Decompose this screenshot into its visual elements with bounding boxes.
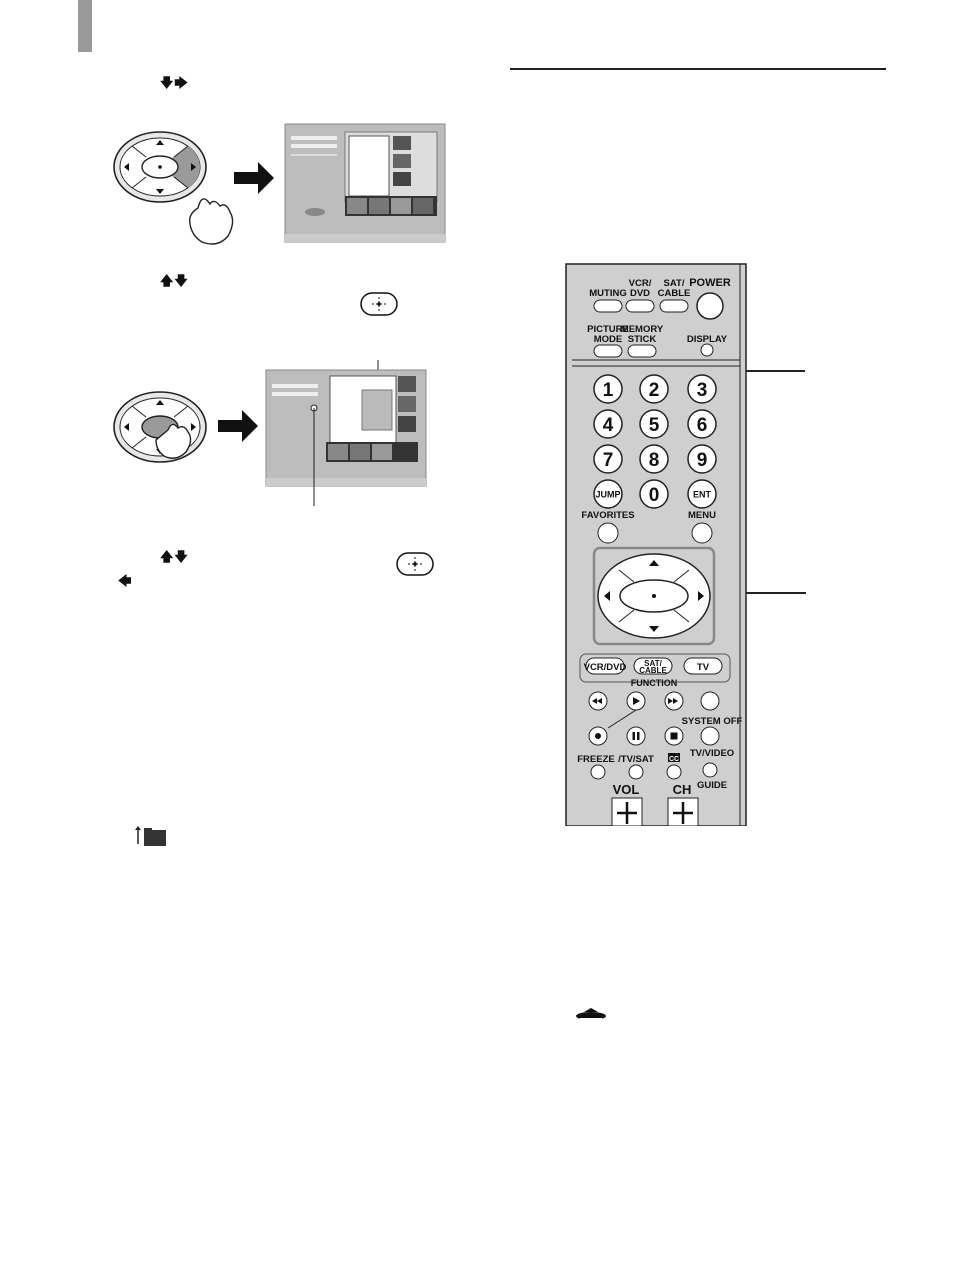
digit-label-5: 5 [649, 415, 660, 436]
svg-text:MODE: MODE [594, 334, 623, 345]
svg-text:DVD: DVD [630, 288, 650, 299]
svg-text:SAT/: SAT/ [644, 659, 662, 668]
svg-text:CABLE: CABLE [658, 288, 691, 299]
dpad-illustration-2 [113, 391, 207, 463]
freeze-button[interactable] [590, 764, 606, 780]
svg-text:VCR/DVD: VCR/DVD [584, 662, 627, 673]
arrow-up-down-icon: 🡅🡇 [160, 273, 189, 288]
blank-button[interactable] [700, 691, 720, 711]
pause-button[interactable] [626, 726, 646, 746]
remote-dpad[interactable] [597, 553, 711, 639]
digit-label-1: 1 [603, 380, 614, 401]
vol-label: VOL [613, 782, 640, 797]
arrow-left-icon: 🡄 [118, 573, 133, 588]
digit-button-4[interactable] [593, 409, 623, 439]
leader-line-dpad [706, 592, 806, 594]
ch-label: CH [673, 782, 692, 797]
system-off-label: SYSTEM OFF [682, 716, 743, 727]
digit-button-0[interactable] [639, 479, 669, 509]
digit-button-5[interactable] [639, 409, 669, 439]
svg-text:PICTURE: PICTURE [587, 324, 629, 335]
digit-button-8[interactable] [639, 444, 669, 474]
digit-button-6[interactable] [687, 409, 717, 439]
favorites-button[interactable] [597, 522, 619, 544]
fn-sat-cable-button[interactable] [633, 657, 673, 675]
digit-button-3[interactable] [687, 374, 717, 404]
memory-stick-logo [576, 1008, 606, 1020]
digit-label-2: 2 [649, 380, 660, 401]
digit-label-0: 0 [649, 485, 660, 506]
digit-label-8: 8 [649, 450, 660, 471]
function-label: FUNCTION [631, 678, 678, 688]
display-button[interactable] [700, 343, 714, 357]
section-tab [78, 0, 92, 52]
vcr-dvd-button[interactable] [625, 299, 655, 313]
menu-button[interactable] [691, 522, 713, 544]
freeze-label: FREEZE [577, 754, 614, 765]
digit-button-jump[interactable] [593, 479, 623, 509]
cc-label: CC [669, 756, 679, 763]
memory-stick-button[interactable] [627, 344, 657, 358]
tv-video-button[interactable] [702, 762, 718, 778]
tv-sat-label: /TV/SAT [618, 754, 654, 765]
digit-label-3: 3 [697, 380, 708, 401]
tv-screen-2 [265, 369, 427, 487]
svg-text:STICK: STICK [628, 334, 657, 345]
svg-text:SAT/: SAT/ [664, 278, 685, 289]
muting-button[interactable] [593, 299, 623, 313]
digit-button-ent[interactable] [687, 479, 717, 509]
svg-text:MEMORY: MEMORY [621, 324, 664, 335]
section-rule [510, 68, 886, 70]
folder-up-icon [135, 826, 166, 846]
digit-label-7: 7 [603, 450, 614, 471]
step2-illustration [113, 360, 427, 506]
guide-label: GUIDE [697, 780, 727, 791]
menu-label: MENU [688, 510, 716, 521]
arrow-up-down-icon-2: 🡅🡇 [160, 549, 189, 564]
center-button-icon-2 [396, 552, 434, 576]
right-arrow-icon [234, 162, 274, 194]
favorites-label: FAVORITES [581, 510, 634, 521]
digit-label-6: 6 [697, 415, 708, 436]
center-button-icon [360, 292, 398, 316]
svg-text:TV: TV [697, 662, 710, 673]
sat-cable-button[interactable] [659, 299, 689, 313]
svg-text:VCR/: VCR/ [629, 278, 652, 289]
picture-mode-button[interactable] [593, 344, 623, 358]
system-off-button[interactable] [700, 726, 720, 746]
digit-button-2[interactable] [639, 374, 669, 404]
tv-screen-1 [284, 123, 446, 243]
svg-text:CABLE: CABLE [639, 666, 667, 675]
step1-illustration [113, 123, 446, 245]
digit-button-7[interactable] [593, 444, 623, 474]
dpad-illustration-1 [113, 131, 207, 203]
remote-control: MUTING VCR/ DVD SAT/ CABLE POWER PICTURE… [565, 263, 747, 826]
digit-label-9: 9 [697, 450, 708, 471]
digit-button-1[interactable] [593, 374, 623, 404]
tv-sat-button[interactable] [628, 764, 644, 780]
display-label: DISPLAY [687, 334, 728, 345]
digit-button-9[interactable] [687, 444, 717, 474]
power-button[interactable] [696, 292, 724, 320]
hand-icon [188, 198, 234, 245]
arrow-down-right-icon: 🡇🡆 [160, 75, 189, 90]
cc-button[interactable] [666, 764, 682, 780]
fn-vcr-dvd-button[interactable] [585, 657, 625, 675]
fn-tv-button[interactable] [683, 657, 723, 675]
muting-label: MUTING [589, 288, 626, 299]
tv-video-label: TV/VIDEO [690, 748, 734, 759]
digit-label-ent: ENT [693, 490, 712, 500]
digit-label-jump: JUMP [595, 490, 620, 500]
digit-label-4: 4 [603, 415, 614, 436]
power-label: POWER [689, 277, 731, 289]
